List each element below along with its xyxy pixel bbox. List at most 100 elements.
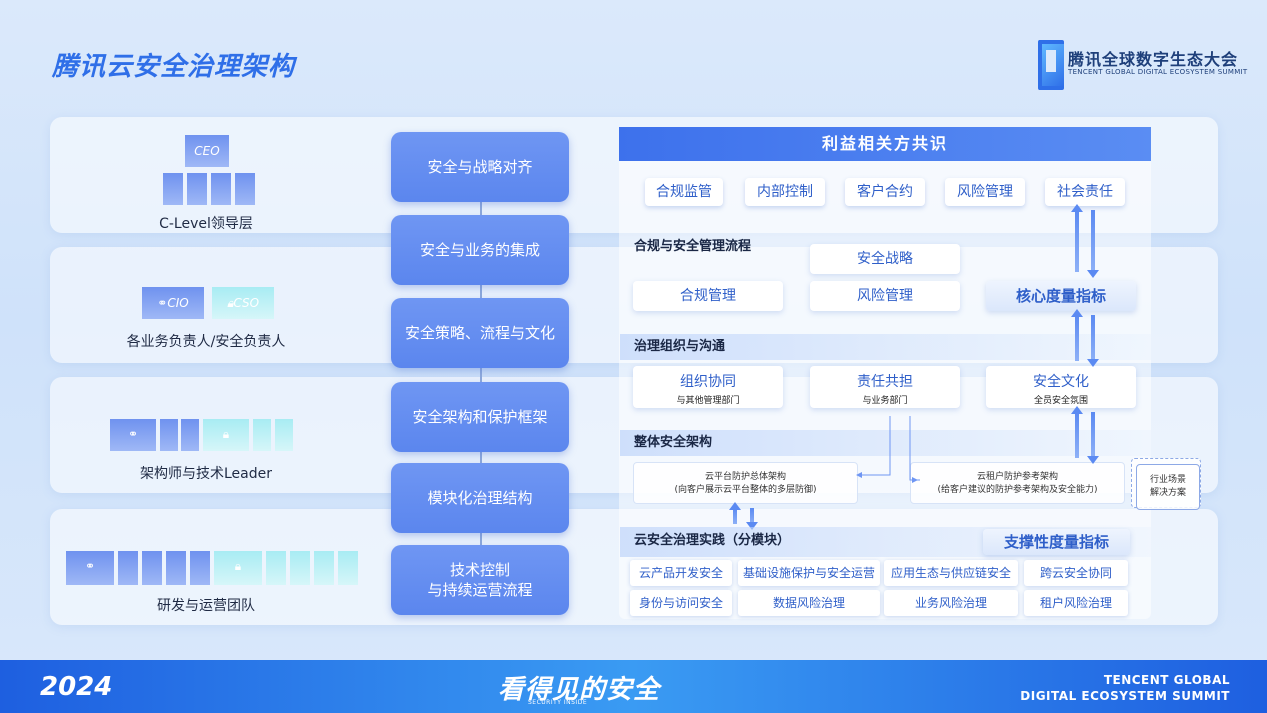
practice-module: 数据风险治理 [738,590,880,616]
practice-module: 业务风险治理 [884,590,1018,616]
tier-label: C-Level领导层 [159,216,253,232]
org-block [166,551,186,585]
lock-icon: 🔒︎ [226,296,234,310]
compliance-section-title: 合规与安全管理流程 [634,239,752,254]
org-block [253,419,271,451]
footer-year: 2024 [40,672,113,702]
org-block [290,551,310,585]
org-block [181,419,199,451]
core-metric-box: 核心度量指标 [986,281,1136,311]
practice-module: 身份与访问安全 [630,590,732,616]
platform-arch-line1: 云平台防护总体架构 [704,472,786,482]
down-arrow-icon [1087,412,1099,464]
ceo-chip: CEO [185,135,229,167]
pillar-controls: 技术控制 与持续运营流程 [391,545,569,615]
summit-logo-name: 腾讯全球数字生态大会 [1068,50,1239,69]
up-arrow-icon [1071,406,1083,458]
link-icon: ⚭ [127,427,139,441]
footer-slogan: 看得见的安全 [498,675,661,705]
link-icon: ⚭ [84,559,96,573]
compliance-mgmt-box: 合规管理 [633,281,783,311]
risk-mgmt-box: 风险管理 [810,281,960,311]
platform-arch-line2: (向客户展示云平台整体的多层防御) [674,485,817,495]
pillar-architecture: 安全架构和保护框架 [391,382,569,452]
support-metric-box: 支撑性度量指标 [983,529,1130,555]
summit-logo: 腾讯全球数字生态大会 TENCENT GLOBAL DIGITAL ECOSYS… [1038,40,1247,90]
lock-icon: 🔒︎ [234,559,242,573]
pillar-policy: 安全策略、流程与文化 [391,298,569,368]
footer-summit: TENCENT GLOBAL DIGITAL ECOSYSTEM SUMMIT [1010,672,1230,704]
footer-summit-line2: DIGITAL ECOSYSTEM SUMMIT [1020,689,1230,703]
shared-responsibility-box: 责任共担 与业务部门 [810,366,960,408]
pillar-controls-line1: 技术控制 [449,561,510,579]
org-collab-label: 组织协同 [680,374,736,390]
pillar-strategy: 安全与战略对齐 [391,132,569,202]
footer-slogan-sub: SECURITY INSIDE [528,699,588,706]
pillar-controls-line2: 与持续运营流程 [427,581,533,599]
cso-chip: 🔒︎CSO [212,287,274,319]
up-arrow-icon [1071,309,1083,361]
org-collab-sub: 与其他管理部门 [676,396,740,406]
tier-label: 研发与运营团队 [157,598,255,614]
connector-lines [856,416,920,483]
up-arrow-icon [1071,204,1083,272]
pillar-business: 安全与业务的集成 [391,215,569,285]
security-culture-sub: 全员安全氛围 [1033,396,1088,406]
practice-module: 跨云安全协同 [1024,560,1128,586]
tier-label: 各业务负责人/安全负责人 [126,334,286,350]
org-block: ⚭ [66,551,114,585]
scenario-box: 行业场景 解决方案 [1136,464,1200,510]
org-block [118,551,138,585]
practice-module: 租户风险治理 [1024,590,1128,616]
practice-module: 基础设施保护与安全运营 [738,560,880,586]
consensus-tag: 社会责任 [1045,178,1125,206]
org-block: 🔒︎ [203,419,249,451]
org-section-title: 治理组织与沟通 [620,334,1151,360]
cio-chip: ⚭CIO [142,287,204,319]
platform-arch-box: 云平台防护总体架构 (向客户展示云平台整体的多层防御) [633,462,858,504]
consensus-tag: 内部控制 [745,178,825,206]
org-block [314,551,334,585]
tier-label: 架构师与技术Leader [139,466,272,482]
summit-logo-icon [1038,40,1064,90]
page-title: 腾讯云安全治理架构 [52,52,296,82]
org-block [235,173,255,205]
org-block [163,173,183,205]
shared-responsibility-sub: 与业务部门 [862,396,908,406]
footer-bar [0,660,1267,713]
cio-chip-label: CIO [167,296,189,310]
org-block [211,173,231,205]
org-block: ⚭ [110,419,156,451]
security-culture-label: 安全文化 [1033,374,1089,390]
consensus-tag: 合规监管 [645,178,723,206]
tenant-arch-line2: (给客户建议的防护参考架构及安全能力) [937,485,1098,495]
down-arrow-icon [746,508,758,530]
shared-responsibility-label: 责任共担 [857,374,913,390]
cso-chip-label: CSO [233,296,260,310]
org-block [338,551,358,585]
footer-summit-line1: TENCENT GLOBAL [1103,673,1230,687]
org-block [275,419,293,451]
org-collab-box: 组织协同 与其他管理部门 [633,366,783,408]
org-block [190,551,210,585]
tenant-arch-line1: 云租户防护参考架构 [976,472,1058,482]
up-arrow-icon [729,502,741,524]
scenario-line1: 行业场景 [1149,475,1186,485]
practice-module: 应用生态与供应链安全 [884,560,1018,586]
consensus-tag: 风险管理 [945,178,1025,206]
tenant-arch-box: 云租户防护参考架构 (给客户建议的防护参考架构及安全能力) [910,462,1125,504]
practice-module: 云产品开发安全 [630,560,732,586]
org-block [266,551,286,585]
pillar-connector [480,150,482,590]
pillar-modular: 模块化治理结构 [391,463,569,533]
consensus-header: 利益相关方共识 [619,127,1151,161]
arch-section-title: 整体安全架构 [620,430,1151,456]
lock-icon: 🔒︎ [222,427,230,441]
security-culture-box: 安全文化 全员安全氛围 [986,366,1136,408]
summit-logo-subtitle: TENCENT GLOBAL DIGITAL ECOSYSTEM SUMMIT [1068,68,1248,76]
org-block [142,551,162,585]
scenario-line2: 解决方案 [1149,488,1186,498]
consensus-tag: 客户合约 [845,178,925,206]
org-block [187,173,207,205]
down-arrow-icon [1087,210,1099,278]
